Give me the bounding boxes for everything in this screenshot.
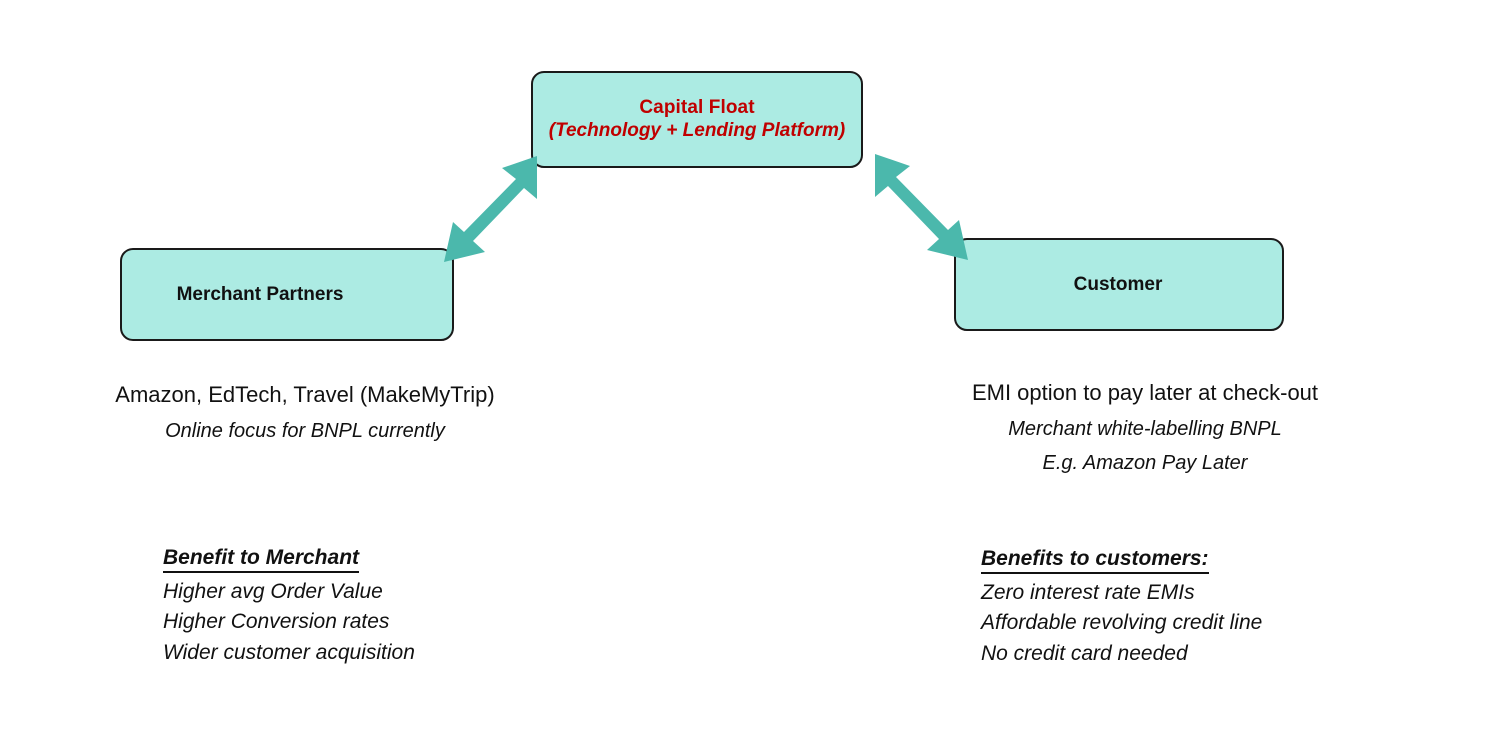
merchant-desc-line-1: Amazon, EdTech, Travel (MakeMyTrip) — [115, 382, 495, 407]
node-merchant-partners[interactable]: Merchant Partners — [120, 248, 454, 341]
merchant-benefits-heading: Benefit to Merchant — [163, 546, 360, 573]
list-item: Affordable revolving credit line — [981, 611, 1263, 635]
double-arrow-capital-float-to-customer-icon — [875, 154, 968, 260]
merchant-description-column: Amazon, EdTech, Travel (MakeMyTrip) Onli… — [60, 384, 550, 455]
customer-benefits-list: Zero interest rate EMIs Affordable revol… — [981, 578, 1262, 669]
list-item: Zero interest rate EMIs — [981, 581, 1195, 604]
list-item: No credit card needed — [981, 641, 1188, 665]
customer-desc-line-1: EMI option to pay later at check-out — [971, 380, 1319, 405]
customer-benefits-heading: Benefits to customers: — [981, 547, 1209, 574]
customer-desc-line-3: E.g. Amazon Pay Later — [1042, 452, 1248, 474]
capital-float-subtitle: (Technology + Lending Platform) — [548, 119, 846, 141]
node-capital-float[interactable]: Capital Float (Technology + Lending Plat… — [531, 71, 863, 168]
list-item: Higher avg Order Value — [163, 580, 383, 603]
customer-label: Customer — [1073, 273, 1163, 295]
node-customer[interactable]: Customer — [954, 238, 1284, 331]
merchant-benefits-list: Higher avg Order Value Higher Conversion… — [163, 577, 415, 668]
customer-desc-line-2: Merchant white-labelling BNPL — [1008, 418, 1282, 440]
merchant-benefits-block: Benefit to Merchant Higher avg Order Val… — [163, 546, 415, 668]
merchant-partners-label: Merchant Partners — [176, 283, 344, 305]
capital-float-title: Capital Float — [639, 96, 755, 118]
customer-description-column: EMI option to pay later at check-out Mer… — [905, 382, 1385, 487]
merchant-desc-line-2: Online focus for BNPL currently — [165, 420, 445, 442]
list-item: Higher Conversion rates — [163, 610, 390, 634]
customer-benefits-block: Benefits to customers: Zero interest rat… — [981, 547, 1262, 669]
double-arrow-merchant-to-capital-float-icon — [444, 156, 537, 262]
list-item: Wider customer acquisition — [163, 640, 415, 664]
